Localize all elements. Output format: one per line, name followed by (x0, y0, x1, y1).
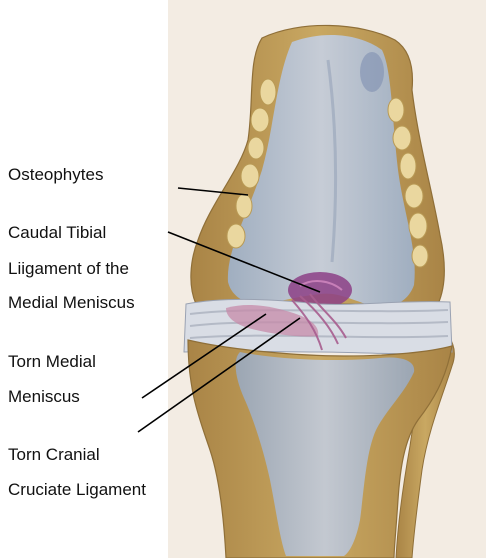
label-torn-meniscus-line2: Meniscus (8, 384, 80, 409)
label-torn-ccl-line2: Cruciate Ligament (8, 477, 146, 502)
label-torn-ccl-line1: Torn Cranial (8, 442, 100, 467)
label-caudal-line2: Liigament of the (8, 256, 129, 281)
joint-band (184, 299, 452, 353)
label-caudal-line1: Caudal Tibial (8, 220, 106, 245)
label-osteophytes: Osteophytes (8, 162, 103, 187)
label-torn-meniscus-line1: Torn Medial (8, 349, 96, 374)
label-caudal-line3: Medial Meniscus (8, 290, 135, 315)
